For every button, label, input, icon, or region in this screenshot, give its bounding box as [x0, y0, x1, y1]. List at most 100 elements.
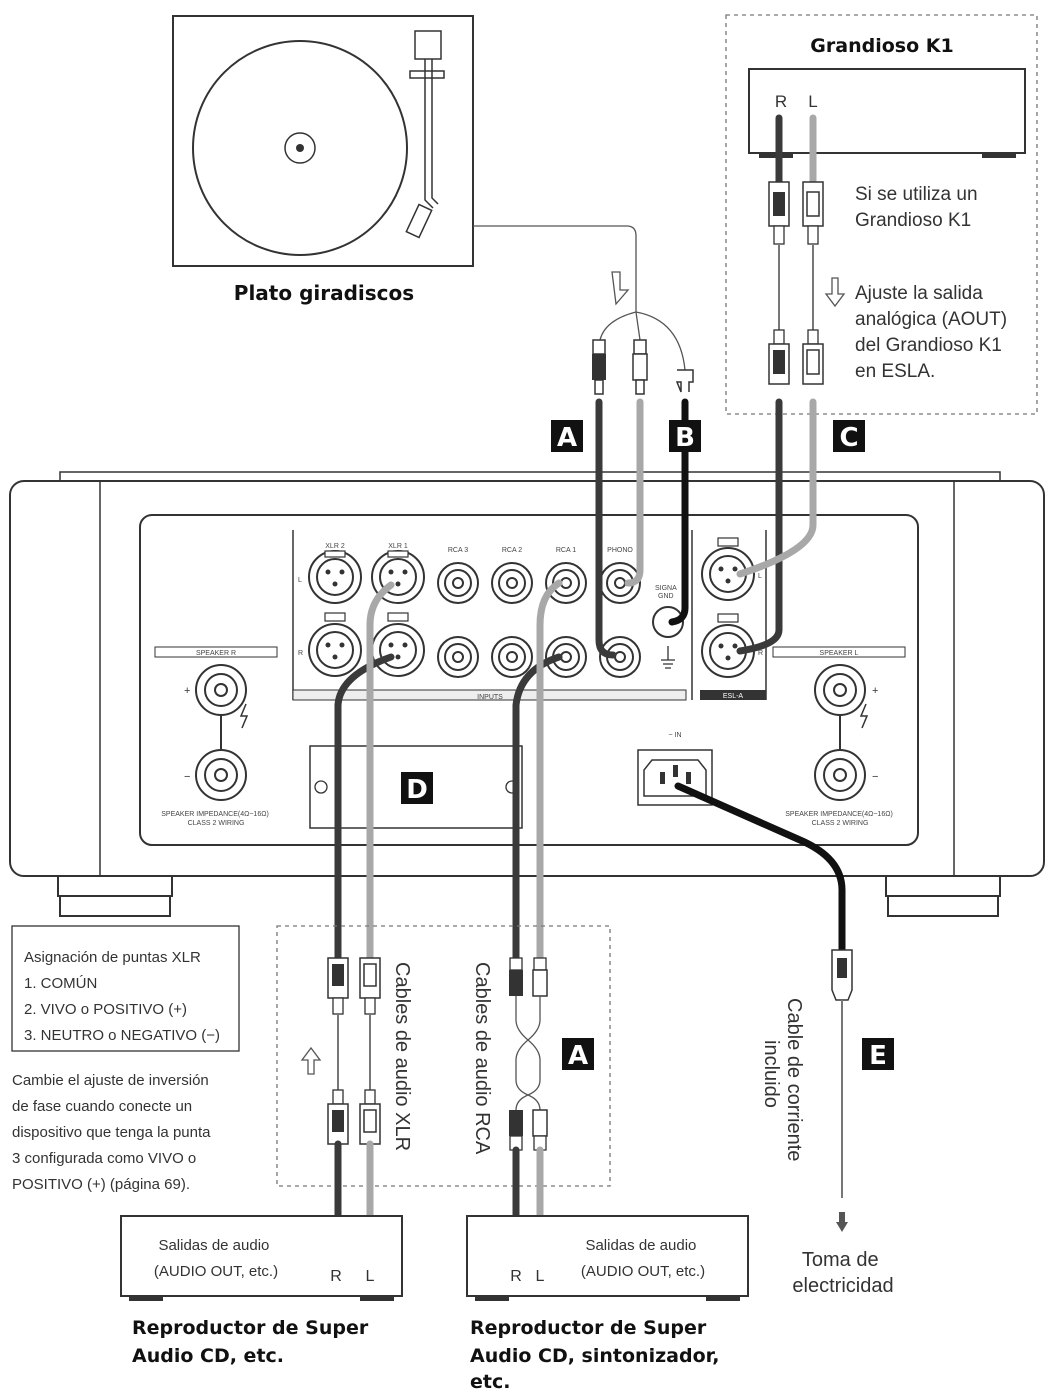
shock-warning-icon: [239, 703, 249, 729]
rca-cables-label: Cables de audio RCA: [471, 962, 493, 1155]
phono-label: PHONO: [607, 547, 633, 554]
speaker-r-label: SPEAKER R: [196, 650, 236, 657]
phono-plug-light-boot: [633, 339, 647, 355]
arrow-down-icon: [836, 1212, 848, 1232]
phono-plug-light: [632, 353, 648, 381]
badge-a-top: A: [551, 420, 583, 453]
phono-cable-l: [624, 398, 644, 587]
badge-d: D: [401, 772, 433, 805]
ground-lug-icon: [675, 369, 694, 393]
ground-wire: [668, 398, 689, 626]
tonearm-rest: [409, 70, 445, 79]
cables-dashed-box: [276, 925, 611, 1187]
source-left-r-label: R: [330, 1268, 342, 1285]
direction-arrow-icon: [300, 1046, 322, 1075]
grandioso-body: [748, 68, 1026, 154]
amp-foot-right: [885, 875, 1001, 897]
source-left-outputs: Salidas de audio (AUDIO OUT, etc.): [154, 1237, 278, 1280]
svg-text:A: A: [557, 423, 577, 453]
ground-symbol-icon: [661, 646, 675, 669]
rca1-label: RCA 1: [556, 547, 576, 554]
direction-arrow-icon: [824, 277, 846, 308]
amp-foot-left: [57, 875, 173, 897]
phono-plug-dark-tip: [594, 379, 604, 395]
power-cable: [674, 782, 846, 954]
badge-b: B: [669, 420, 701, 453]
esla-cable-r: [736, 398, 783, 655]
xlr-cables-label: Cables de audio XLR: [391, 962, 413, 1151]
turntable: [172, 15, 474, 267]
grandioso-l-label: L: [808, 92, 817, 111]
signal-gnd-label: SIGNA GND: [655, 585, 678, 600]
turntable-label: Plato giradiscos: [234, 281, 414, 305]
grandioso-note1: Si se utiliza un Grandioso K1: [855, 184, 983, 231]
phono-plug-dark: [592, 354, 606, 380]
power-cable-label-1: Cable de corriente: [783, 998, 805, 1161]
power-cable-label-2: incluido: [760, 1040, 782, 1108]
badge-e: E: [862, 1038, 894, 1071]
speaker-r-impedance: SPEAKER IMPEDANCE(4Ω~16Ω) CLASS 2 WIRING: [161, 811, 270, 827]
tonearm: [424, 59, 439, 209]
phono-plug-light-tip: [635, 379, 645, 395]
badge-a-bottom: A: [562, 1038, 594, 1071]
grandioso-title: Grandioso K1: [810, 35, 953, 57]
grandioso-xlr-plugs-top: [768, 181, 824, 245]
phono-split-ground: [635, 311, 686, 371]
svg-text:B: B: [675, 423, 695, 453]
speaker-r-plus: +: [184, 685, 190, 697]
source-device-right: [466, 1215, 749, 1301]
badge-c: C: [833, 420, 865, 453]
grandioso-dashed-box: [725, 14, 1038, 415]
phono-split-mid: [635, 311, 641, 341]
rca-plugs-upper: [509, 957, 548, 997]
esla-l-label: L: [758, 573, 762, 580]
turntable-cable: [473, 225, 637, 312]
rca3-label: RCA 3: [448, 547, 468, 554]
rca-jacks: [437, 562, 641, 678]
esla-r-label: R: [758, 650, 763, 657]
outlet-label: Toma de electricidad: [792, 1249, 893, 1297]
grandioso-note2: Ajuste la salida analógica (AOUT) del Gr…: [855, 283, 1012, 382]
grandioso-foot-right: [982, 153, 1016, 158]
esla-jacks: [701, 537, 755, 678]
esla-cable-l: [736, 398, 817, 578]
xlr-cable-l: [366, 581, 395, 962]
phono-cable-r: [595, 398, 617, 659]
xlr-pin-assignment: Asignación de puntas XLR 1. COMÚN 2. VIV…: [24, 949, 220, 1044]
speaker-r-minus: −: [184, 771, 190, 783]
rca-plugs-lower: [509, 1109, 548, 1151]
speaker-l-impedance: SPEAKER IMPEDANCE(4Ω~16Ω) CLASS 2 WIRING: [785, 811, 894, 827]
speaker-l-minus: −: [872, 771, 878, 783]
row-r-label: R: [298, 650, 303, 657]
xlr2-label: XLR 2: [325, 543, 345, 550]
svg-text:C: C: [839, 423, 858, 453]
source-right-name: Reproductor de Super Audio CD, sintoniza…: [470, 1317, 726, 1393]
source-right-outputs: Salidas de audio (AUDIO OUT, etc.): [581, 1237, 705, 1280]
phono-plug-dark-boot: [592, 339, 606, 355]
shock-warning-icon: [859, 703, 869, 729]
svg-text:A: A: [568, 1041, 588, 1071]
speaker-l-label: SPEAKER L: [820, 650, 859, 657]
rca-cable-r: [512, 653, 563, 962]
inputs-label: INPUTS: [477, 694, 503, 701]
source-right-r-label: R: [510, 1268, 522, 1285]
ac-in-label: ~ IN: [668, 732, 681, 739]
rca-cable-l: [536, 579, 563, 962]
tonearm-pivot: [414, 30, 442, 60]
source-left-name: Reproductor de Super Audio CD, etc.: [132, 1317, 375, 1367]
esla-label: ESL-A: [723, 693, 744, 700]
source-right-l-label: L: [536, 1268, 545, 1285]
xlr-plugs-lower: [327, 1089, 381, 1145]
source-left-l-label: L: [366, 1268, 375, 1285]
rca2-label: RCA 2: [502, 547, 522, 554]
rca-cable-twist: [515, 996, 541, 1061]
xlr-jacks: [308, 550, 425, 677]
svg-text:E: E: [869, 1041, 887, 1071]
signal-gnd-terminal: [652, 606, 684, 638]
svg-text:D: D: [406, 775, 428, 805]
xlr1-label: XLR 1: [388, 543, 408, 550]
turntable-spindle: [296, 144, 304, 152]
speaker-l-plus: +: [872, 685, 878, 697]
amplifier: INPUTS XLR 2 XLR 1 RCA 3 RCA 2 RCA 1 PHO…: [9, 471, 1045, 917]
